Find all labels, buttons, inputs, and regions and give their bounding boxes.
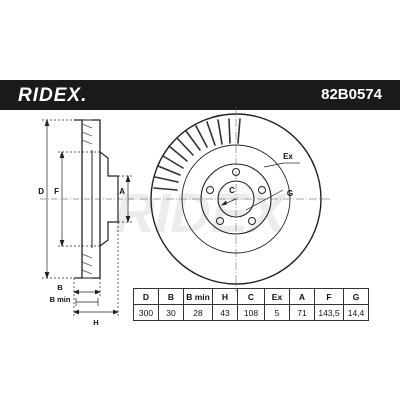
disc-side-profile [40, 119, 136, 279]
label-B: B [57, 283, 63, 292]
specs-header-B: B [158, 288, 184, 305]
label-G: G [287, 189, 293, 198]
specs-header-B-min: B min [183, 288, 213, 305]
specs-value-G: 14,4 [343, 304, 369, 321]
label-D: D [38, 187, 44, 196]
specs-value-B: 30 [158, 304, 184, 321]
specs-header-F: F [314, 288, 344, 305]
specs-header-row: D B B min H C Ex A F G [133, 288, 369, 305]
dimension-G [245, 189, 284, 211]
specs-header-G: G [343, 288, 369, 305]
brand-logo: RIDEX. [18, 85, 88, 106]
cooling-vents [153, 118, 241, 191]
specs-value-row: 300 30 28 43 108 5 71 143,5 14,4 [133, 304, 369, 321]
dimension-D [42, 118, 74, 280]
specs-value-Ex: 5 [264, 304, 290, 321]
part-number: 82B0574 [321, 86, 382, 103]
dimension-A [118, 174, 132, 224]
cooling-fins-side [81, 123, 93, 275]
specs-header-D: D [133, 288, 159, 305]
specs-value-D: 300 [133, 304, 159, 321]
dimension-C [220, 198, 237, 206]
label-C: C [229, 186, 235, 195]
header-banner: RIDEX. 82B0574 [0, 80, 400, 110]
label-Ex: Ex [283, 152, 293, 161]
disc-front-view [140, 106, 332, 292]
specs-table: D B B min H C Ex A F G 300 30 28 43 108 … [133, 288, 369, 321]
dimension-F [58, 150, 100, 248]
specs-header-C: C [237, 288, 265, 305]
label-F: F [54, 187, 59, 196]
label-B-min: B min [50, 295, 71, 304]
specs-value-H: 43 [212, 304, 238, 321]
label-A: A [119, 187, 125, 196]
specs-header-A: A [289, 288, 315, 305]
specs-value-B-min: 28 [183, 304, 213, 321]
specs-header-Ex: Ex [264, 288, 290, 305]
specs-value-A: 71 [289, 304, 315, 321]
dimension-B [73, 222, 119, 316]
label-H: H [93, 318, 98, 327]
specs-value-F: 143,5 [314, 304, 344, 321]
bolt-holes [206, 168, 266, 225]
dimension-Ex [263, 162, 300, 168]
specs-value-C: 108 [237, 304, 265, 321]
specs-header-H: H [212, 288, 238, 305]
